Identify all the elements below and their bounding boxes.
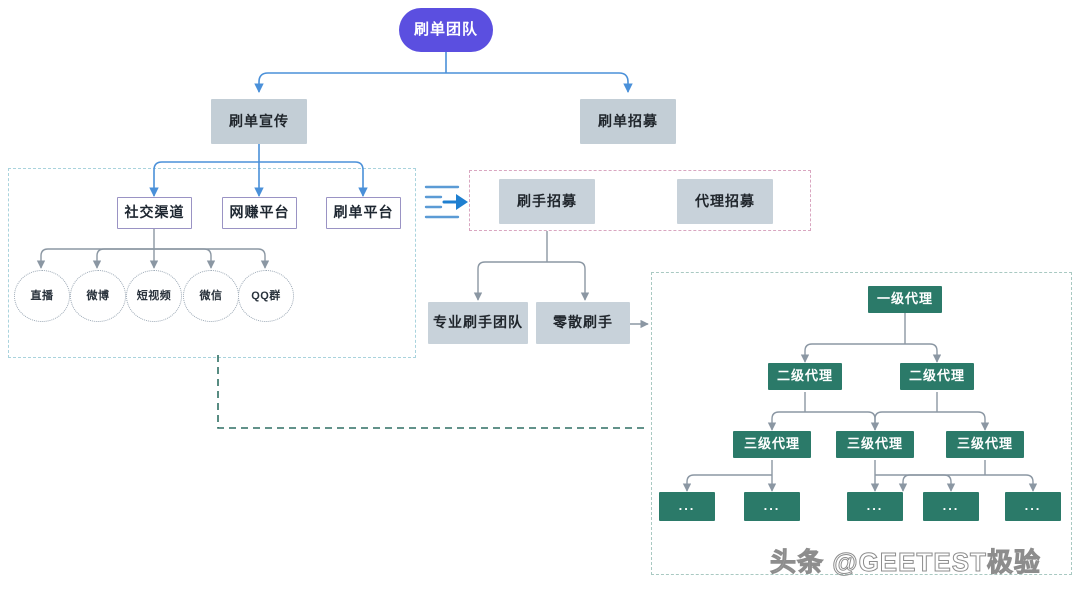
node-recruitment[interactable]: 刷单招募 bbox=[580, 99, 676, 144]
node-brushing-platform[interactable]: 刷单平台 bbox=[326, 197, 401, 229]
node-moneymaking-platform[interactable]: 网赚平台 bbox=[222, 197, 297, 229]
node-platform-weibo[interactable]: 微博 bbox=[70, 270, 126, 322]
node-root-team[interactable]: 刷单团队 bbox=[399, 8, 493, 52]
node-platform-live[interactable]: 直播 bbox=[14, 270, 70, 322]
node-agent-level2-1[interactable]: 二级代理 bbox=[768, 363, 842, 390]
node-agent-more-2[interactable]: ... bbox=[744, 492, 800, 521]
node-platform-shortvideo[interactable]: 短视频 bbox=[126, 270, 182, 322]
node-scattered-shuashou[interactable]: 零散刷手 bbox=[536, 302, 630, 344]
watermark: 头条 @GEETEST极验 bbox=[770, 547, 1041, 578]
node-shuashou-recruit[interactable]: 刷手招募 bbox=[499, 179, 595, 224]
node-platform-wechat[interactable]: 微信 bbox=[183, 270, 239, 322]
region-agent-network bbox=[651, 272, 1072, 575]
node-platform-qqgroup[interactable]: QQ群 bbox=[238, 270, 294, 322]
node-agent-level1[interactable]: 一级代理 bbox=[868, 286, 942, 313]
node-agent-level3-1[interactable]: 三级代理 bbox=[733, 431, 811, 458]
node-social-channel[interactable]: 社交渠道 bbox=[117, 197, 192, 229]
region-recruit bbox=[469, 170, 811, 231]
node-agent-more-4[interactable]: ... bbox=[923, 492, 979, 521]
node-agent-more-3[interactable]: ... bbox=[847, 492, 903, 521]
node-agent-more-1[interactable]: ... bbox=[659, 492, 715, 521]
node-professional-team[interactable]: 专业刷手团队 bbox=[428, 302, 528, 344]
node-agent-more-5[interactable]: ... bbox=[1005, 492, 1061, 521]
node-agent-level3-3[interactable]: 三级代理 bbox=[946, 431, 1024, 458]
node-agent-level2-2[interactable]: 二级代理 bbox=[900, 363, 974, 390]
node-agent-recruit[interactable]: 代理招募 bbox=[677, 179, 773, 224]
lines-arrow-icon bbox=[424, 182, 470, 222]
node-agent-level3-2[interactable]: 三级代理 bbox=[836, 431, 914, 458]
node-promotion[interactable]: 刷单宣传 bbox=[211, 99, 307, 144]
